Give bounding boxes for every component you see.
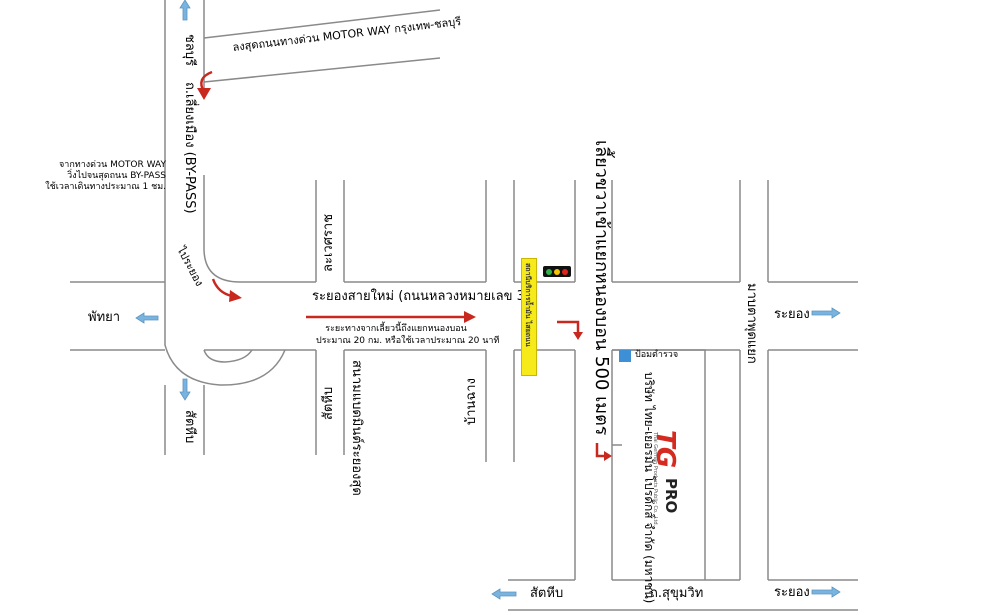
- logo-pro-text: PRO: [662, 478, 680, 514]
- direction-arrow-rayong-right: [811, 307, 841, 319]
- interchange-loop-outer: [164, 282, 286, 386]
- sattahip-bottom-label: สัตหีบ: [530, 586, 564, 601]
- gas-station-sign: สถานีบริการน้ำมัน ไสยถนน: [521, 258, 537, 376]
- rayong-bottom-label: ระยอง: [774, 585, 810, 600]
- side-road-1: [315, 180, 345, 455]
- interchange-loop-inner: [203, 349, 253, 363]
- rayong-right-label: ระยอง: [774, 307, 810, 322]
- company-access-road: [612, 349, 706, 580]
- ban-chang-label: บ้านฉาง: [464, 378, 479, 425]
- sukhumvit-label: ถ.สุขุมวิท: [650, 586, 704, 601]
- traffic-light-icon: [543, 266, 571, 277]
- chonburi-label: ชลบุรี: [182, 34, 197, 67]
- motorway-note-line3: ใช้เวลาเดินทางประมาณ 1 ชม.: [45, 182, 166, 192]
- distance-note-line1: ระยะทางจากเลี้ยวนี้ถึงแยกหนองบอน: [325, 324, 467, 334]
- distance-note: ระยะทางจากเลี้ยวนี้ถึงแยกหนองบอน ประมาณ …: [316, 323, 500, 347]
- side-road-2: [485, 180, 515, 462]
- tg-pro-logo: TG PRO Thai German Products Public Co., …: [650, 430, 680, 526]
- direction-arrow-sattahip-bottom: [491, 588, 517, 600]
- distance-note-line2: ประมาณ 20 กม. หรือใช้เวลาประมาณ 20 นาที: [316, 336, 500, 346]
- sattahip-road-left-edges: [164, 385, 205, 455]
- sattahip-left-label: สัตหีบ: [182, 410, 197, 444]
- rachawet-label: ละเวศราช: [321, 213, 336, 272]
- map-ta-phut-label: มาบตาพุดแยก: [744, 283, 759, 364]
- side-road-3: [739, 180, 769, 580]
- motorway-note-line2: วิ่งไปจนสุดถนน BY-PASS: [67, 171, 166, 181]
- logo-subtitle: Thai German Products Public Co., Ltd.: [652, 432, 658, 527]
- nong-bon-road: [574, 180, 613, 580]
- sattahip-road-label: สัตหีบ: [321, 386, 336, 420]
- stadium-label: สนามแบดมินต์ระยองสุด: [349, 360, 364, 496]
- route-arrow-company-head: [604, 451, 612, 461]
- turn-note: เลี้ยวขวาเข้าแยกหนองบอน 500 เมตร: [591, 140, 612, 436]
- direction-arrow-north: [179, 0, 191, 21]
- motorway-note: จากทางด่วน MOTOR WAY วิ่งไปจนสุดถนน BY-P…: [40, 160, 166, 193]
- direction-arrow-rayong-bottom: [811, 586, 841, 598]
- police-label: ป้อมตำรวจ: [635, 350, 679, 360]
- motorway-note-line1: จากทางด่วน MOTOR WAY: [59, 160, 166, 170]
- route-arrow-right-turn: [557, 320, 580, 334]
- main-road-label: ระยองสายใหม่ (ถนนหลวงหมายเลข 36): [312, 289, 539, 304]
- direction-arrow-sattahip-left: [179, 378, 191, 401]
- bypass-label: ถ.เลี่ยงเมือง (BY-PASS): [182, 82, 197, 214]
- direction-arrow-pattaya: [135, 312, 159, 324]
- route-arrow-head-top: [197, 88, 211, 100]
- motorway-road-bottom-edge: [203, 57, 441, 83]
- route-arrow-head-turn: [229, 290, 242, 302]
- pattaya-label: พัทยา: [88, 310, 121, 325]
- motorway-road-top-edge: [203, 9, 441, 39]
- bypass-road-right-edge: [203, 0, 241, 283]
- route-arrow-company-turn: [595, 443, 606, 458]
- gas-station-sign-text: สถานีบริการน้ำมัน ไสยถนน: [524, 263, 532, 347]
- route-arrow-main-head: [464, 311, 476, 323]
- police-box-icon: [619, 350, 631, 362]
- route-arrow-right-turn-head: [573, 332, 583, 340]
